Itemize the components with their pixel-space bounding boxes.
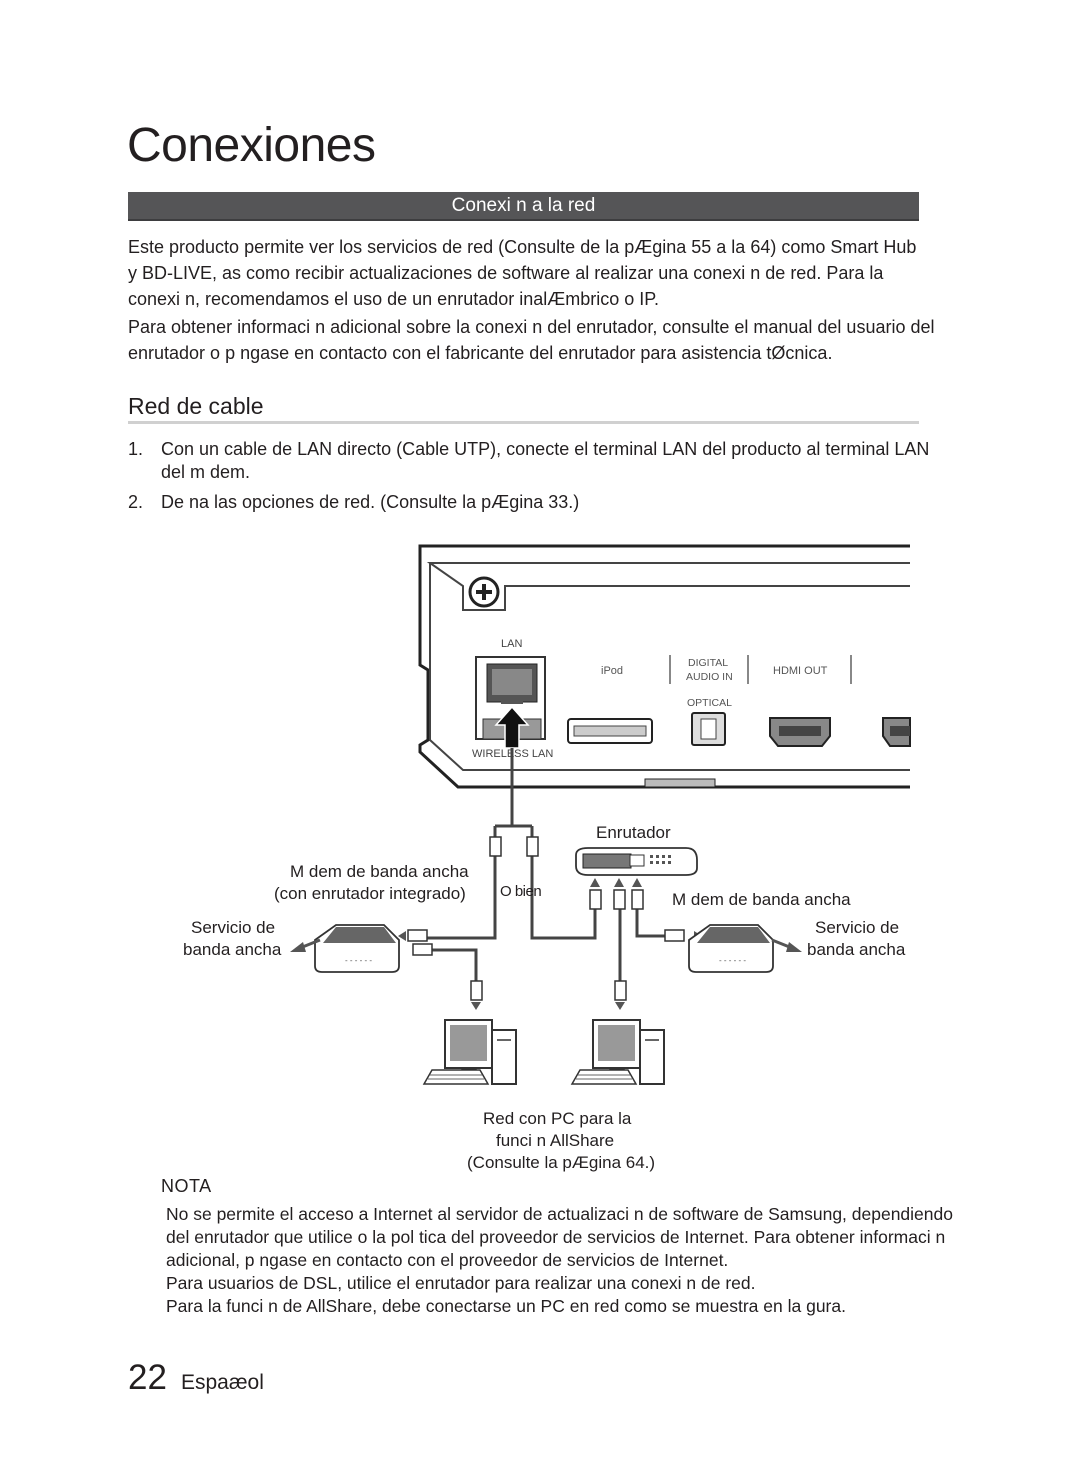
hdmi-out-label: HDMI OUT [773,665,828,677]
page-number: 22 [128,1358,167,1397]
page-title: Conexiones [127,119,376,172]
intro2-line-2: enrutador o p ngase en contacto con el f… [128,343,833,363]
modem-right-icon: - - - - - - [688,924,774,973]
caption-line-3: (Consulte la pÆgina 64.) [467,1153,656,1172]
subheading-divider [128,421,919,424]
note-line: No se permite el acceso a Internet al se… [166,1204,953,1224]
step-number: 2. [128,492,144,512]
step-number: 1. [128,439,144,459]
ipod-label: iPod [601,665,623,677]
step-text-line: del m dem. [161,462,251,482]
intro-line-1: Este producto permite ver los servicios … [128,237,917,257]
intro-line-3: conexi n, recomendamos el uso de un enru… [128,289,659,309]
modem-left-icon: - - - - - - [314,924,400,973]
router-label: Enrutador [596,823,671,842]
caption-line-1: Red con PC para la [483,1109,632,1128]
step-2: 2. De na las opciones de red. (Consulte … [128,490,928,514]
note-line: Para la funci n de AllShare, debe conect… [166,1296,846,1316]
step-text-line: Con un cable de LAN directo (Cable UTP),… [161,439,930,459]
hdmi-port [769,717,831,747]
digital-label: DIGITAL [688,657,728,669]
intro-line-2: y BD-LIVE, as como recibir actualizacion… [128,263,884,283]
service-right-label-2: banda ancha [807,940,906,959]
note-title: NOTA [161,1176,212,1196]
service-arrow-right [771,938,802,952]
router-icon [575,847,698,876]
service-left-label-2: banda ancha [183,940,282,959]
subheading-wired: Red de cable [128,393,264,419]
page-language: Espaæol [181,1371,264,1394]
service-right-label-1: Servicio de [815,918,900,937]
network-cables [425,748,668,982]
step-text-line: De na las opciones de red. (Consulte la … [161,492,580,512]
hdmi-port-2 [882,717,911,747]
section-header-bar: Conexi n a la red [128,192,919,221]
modem-right-label: M dem de banda ancha [672,890,851,909]
modem-integrated-label-2: (con enrutador integrado) [274,884,466,903]
pc-left-icon [422,1019,517,1085]
or-label: O bien [500,883,542,900]
note-line: adicional, p ngase en contacto con el pr… [166,1250,729,1270]
service-left-label-1: Servicio de [191,918,276,937]
lan-label: LAN [501,638,522,650]
ipod-port [567,718,653,744]
optical-label: OPTICAL [687,697,732,709]
svg-text:- - - - - -: - - - - - - [345,956,372,965]
service-arrow-left [290,938,321,952]
note-line: Para usuarios de DSL, utilice el enrutad… [166,1273,756,1293]
optical-port [691,712,726,746]
caption-line-2: funci n AllShare [496,1131,615,1150]
audio-in-label: AUDIO IN [686,671,733,683]
intro2-line-1: Para obtener informaci n adicional sobre… [128,317,935,337]
section-title: Conexi n a la red [451,195,596,216]
pc-right-icon [570,1019,665,1085]
svg-text:- - - - - -: - - - - - - [719,956,746,965]
note-line: del enrutador que utilice o la pol tica … [166,1227,946,1247]
modem-integrated-label-1: M dem de banda ancha [290,862,469,881]
screw-icon [468,576,500,608]
step-1: 1. Con un cable de LAN directo (Cable UT… [128,437,930,485]
cable-connectors [407,836,685,1001]
